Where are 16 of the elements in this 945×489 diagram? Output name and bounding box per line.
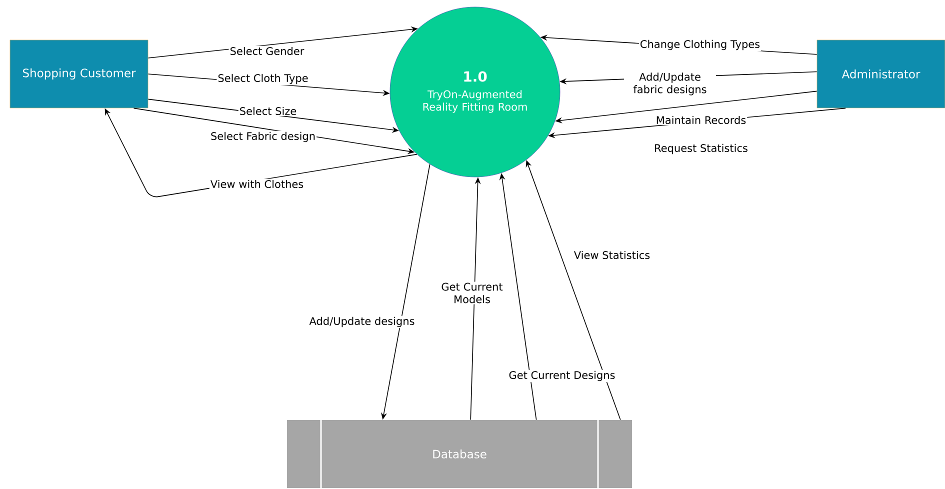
edge-label: Select Cloth Type [216,72,310,86]
edge-label: Select Fabric design [209,130,317,144]
edge-label: View with Clothes [209,178,305,190]
edge-label: Change Clothing Types [638,38,762,52]
edge-label: Request Statistics [653,142,749,156]
edge-label: Select Gender [228,46,306,56]
edge-label: Get Current Designs [508,370,616,382]
data-store: Database [287,420,632,488]
edge-label: Add/Update designs [308,316,416,328]
external-entity-box: Shopping Customer [10,40,148,108]
edge-label: View Statistics [572,250,652,260]
edge-label: Maintain Records [654,114,748,126]
external-entity-box: Administrator [816,40,945,108]
edge-label: Add/Update fabric designs [624,72,716,96]
edge-label: Get Current Models [431,282,513,304]
edge-label: Select Size [238,106,298,116]
